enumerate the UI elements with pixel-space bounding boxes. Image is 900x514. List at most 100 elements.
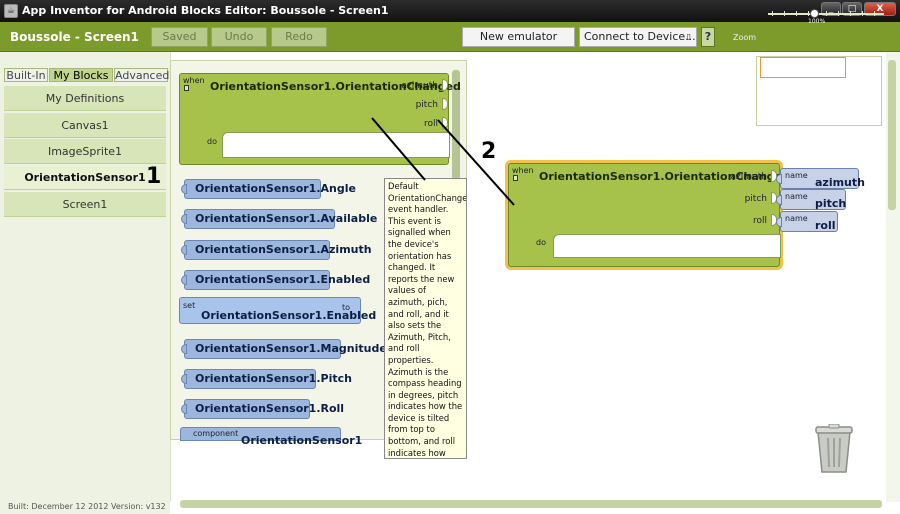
param-azimuth: azimuth bbox=[401, 81, 438, 91]
window-title: App Inventor for Android Blocks Editor: … bbox=[22, 4, 389, 17]
getter-label: OrientationSensor1.Enabled bbox=[195, 273, 371, 286]
getter-magnitude[interactable]: OrientationSensor1.Magnitude bbox=[181, 339, 387, 359]
name-label: name bbox=[785, 192, 808, 201]
getter-label: OrientationSensor1.Magnitude bbox=[195, 342, 387, 355]
connect-device-label: Connect to Device... bbox=[584, 30, 696, 43]
getter-nub bbox=[181, 214, 187, 224]
saved-button[interactable]: Saved bbox=[151, 27, 208, 47]
tab-advanced[interactable]: Advanced bbox=[114, 68, 170, 82]
workspace-event-block[interactable]: when OrientationSensor1.OrientationChang… bbox=[508, 163, 790, 267]
name-block-azimuth[interactable]: name azimuth bbox=[776, 168, 865, 189]
do-slot[interactable] bbox=[553, 234, 781, 258]
param-socket bbox=[442, 79, 448, 91]
getter-label: OrientationSensor1.Azimuth bbox=[195, 243, 372, 256]
event-title: OrientationSensor1.OrientationChanged bbox=[539, 170, 790, 183]
getter-nub bbox=[181, 374, 187, 384]
do-label: do bbox=[207, 137, 217, 146]
getter-label: OrientationSensor1.Angle bbox=[195, 182, 356, 195]
tab-built-in[interactable]: Built-In bbox=[4, 68, 48, 82]
close-button[interactable]: X bbox=[864, 2, 896, 16]
setter-label: OrientationSensor1.Enabled bbox=[201, 309, 377, 322]
event-title: OrientationSensor1.OrientationChanged bbox=[210, 80, 461, 93]
zoom-tick bbox=[784, 11, 785, 16]
help-icon[interactable]: ? bbox=[701, 27, 715, 47]
maximize-button[interactable]: □ bbox=[842, 2, 862, 16]
getter-nub bbox=[181, 275, 187, 285]
getter-nub bbox=[181, 344, 187, 354]
horizontal-scrollbar-thumb[interactable] bbox=[180, 500, 882, 508]
drawer-item-canvas1[interactable]: Canvas1 bbox=[4, 113, 166, 138]
collapse-toggle[interactable] bbox=[513, 175, 518, 181]
do-label: do bbox=[536, 238, 546, 247]
name-label: name bbox=[785, 214, 808, 223]
name-value: azimuth bbox=[815, 176, 865, 189]
getter-enabled[interactable]: OrientationSensor1.Enabled bbox=[181, 270, 370, 290]
name-label: name bbox=[785, 171, 808, 180]
getter-available[interactable]: OrientationSensor1.Available bbox=[181, 209, 377, 229]
zoom-tick bbox=[850, 11, 851, 16]
param-pitch: pitch bbox=[415, 100, 438, 110]
to-label: to bbox=[342, 303, 351, 312]
param-socket bbox=[442, 98, 448, 110]
component-label: component bbox=[193, 429, 239, 438]
set-label: set bbox=[183, 301, 196, 310]
getter-angle[interactable]: OrientationSensor1.Angle bbox=[181, 179, 356, 199]
getter-nub bbox=[181, 404, 187, 414]
drawer-item-my-definitions[interactable]: My Definitions bbox=[4, 86, 166, 111]
name-block-nub bbox=[776, 174, 782, 184]
minimap-viewport[interactable] bbox=[760, 57, 846, 78]
name-block-roll[interactable]: name roll bbox=[776, 211, 838, 232]
param-roll: roll bbox=[752, 216, 767, 226]
zoom-slider-handle[interactable] bbox=[810, 9, 819, 18]
drawer-item-screen1[interactable]: Screen1 bbox=[4, 192, 166, 217]
name-block-pitch[interactable]: name pitch bbox=[776, 189, 847, 210]
collapse-toggle[interactable] bbox=[184, 85, 189, 91]
dropdown-arrow-icon: ▯ bbox=[686, 32, 691, 41]
getter-nub bbox=[181, 245, 187, 255]
zoom-tick bbox=[772, 11, 773, 16]
toolbar: Boussole - Screen1 Saved Undo Redo New e… bbox=[0, 22, 900, 52]
name-value: roll bbox=[815, 219, 836, 232]
zoom-label: Zoom bbox=[733, 33, 757, 42]
vertical-scrollbar-thumb[interactable] bbox=[888, 60, 896, 210]
window-titlebar: ☕ App Inventor for Android Blocks Editor… bbox=[0, 0, 900, 22]
name-block-nub bbox=[776, 195, 782, 205]
connect-device-dropdown[interactable]: Connect to Device... ▯ bbox=[579, 27, 697, 47]
new-emulator-button[interactable]: New emulator bbox=[462, 27, 575, 47]
redo-button[interactable]: Redo bbox=[271, 27, 327, 47]
zoom-tick bbox=[808, 11, 809, 16]
name-block-nub bbox=[776, 217, 782, 227]
param-pitch: pitch bbox=[744, 194, 767, 204]
drawer-item-orientationsensor1[interactable]: OrientationSensor1 bbox=[4, 165, 166, 190]
setter-enabled[interactable]: set OrientationSensor1.Enabled to bbox=[179, 297, 376, 324]
tab-my-blocks[interactable]: My Blocks bbox=[49, 68, 113, 82]
when-label: when bbox=[183, 76, 205, 85]
getter-azimuth[interactable]: OrientationSensor1.Azimuth bbox=[181, 240, 372, 260]
getter-roll[interactable]: OrientationSensor1.Roll bbox=[181, 399, 344, 419]
zoom-tick bbox=[838, 11, 839, 16]
project-title: Boussole - Screen1 bbox=[10, 30, 139, 44]
build-info: Built: December 12 2012 Version: v132 bbox=[8, 502, 166, 511]
param-socket bbox=[442, 117, 448, 129]
component-title: OrientationSensor1 bbox=[241, 434, 363, 447]
param-azimuth: azimuth bbox=[730, 172, 767, 182]
name-value: pitch bbox=[815, 197, 847, 210]
zoom-tick bbox=[796, 11, 797, 16]
getter-pitch[interactable]: OrientationSensor1.Pitch bbox=[181, 369, 352, 389]
zoom-tick bbox=[826, 11, 827, 16]
param-roll: roll bbox=[423, 119, 438, 129]
getter-label: OrientationSensor1.Available bbox=[195, 212, 378, 225]
zoom-value: 100% bbox=[808, 18, 826, 25]
zoom-tick bbox=[874, 11, 875, 16]
component-block[interactable]: component OrientationSensor1 bbox=[180, 427, 362, 447]
drawer-item-imagesprite1[interactable]: ImageSprite1 bbox=[4, 139, 166, 164]
undo-button[interactable]: Undo bbox=[211, 27, 267, 47]
callout-number-1: 1 bbox=[146, 164, 162, 189]
workspace-minimap[interactable] bbox=[756, 56, 882, 126]
trash-icon[interactable] bbox=[815, 424, 853, 474]
callout-number-2: 2 bbox=[481, 139, 497, 164]
getter-nub bbox=[181, 184, 187, 194]
do-slot[interactable] bbox=[222, 132, 450, 158]
getter-label: OrientationSensor1.Roll bbox=[195, 402, 345, 415]
palette-event-block[interactable]: when OrientationSensor1.OrientationChang… bbox=[179, 73, 461, 165]
